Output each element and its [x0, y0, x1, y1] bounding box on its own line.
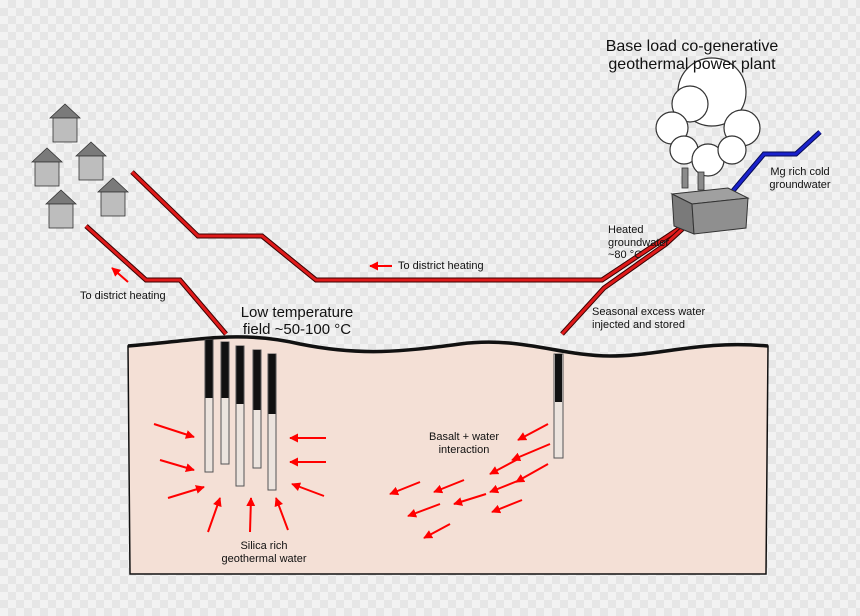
seasonal-injection-label: Seasonal excess water injected and store…	[592, 306, 705, 331]
basalt-interaction-label: Basalt + water interaction	[412, 431, 516, 456]
house-icon	[74, 141, 108, 181]
low-temperature-field-label: Low temperature field ~50-100 °C	[222, 304, 372, 339]
heated-groundwater-label: Heated groundwater ~80 °C	[608, 224, 669, 262]
outflow-arrows	[389, 423, 551, 539]
injection-pipe	[560, 220, 692, 336]
injection-well	[553, 353, 564, 459]
lower-district-heating-pipe	[84, 224, 228, 336]
seasonal-line2: injected and stored	[592, 318, 685, 331]
cold-groundwater-pipe	[730, 130, 822, 194]
low-temp-line1: Low temperature	[240, 304, 354, 321]
silica-water-label: Silica rich geothermal water	[206, 540, 322, 565]
ground-surface	[127, 335, 769, 358]
house-icon	[48, 103, 82, 143]
silica-line1: Silica rich	[240, 540, 288, 552]
plant-title-line2: geothermal power plant	[608, 56, 776, 74]
power-plant	[670, 167, 750, 235]
seasonal-line1: Seasonal excess water	[592, 306, 706, 318]
plant-title-line1: Base load co-generative	[605, 38, 779, 55]
plant-title: Base load co-generative geothermal power…	[592, 38, 792, 75]
house-icon	[30, 147, 64, 187]
low-temp-line2: field ~50-100 °C	[242, 321, 352, 339]
steam-cloud	[655, 57, 761, 177]
district-heating-upper-label: To district heating	[398, 260, 484, 272]
district-heating-left-label: To district heating	[80, 290, 166, 302]
heated-line3: ~80 °C	[608, 249, 643, 262]
basalt-line1: Basalt + water	[428, 431, 499, 443]
mg-groundwater-line1: Mg rich cold	[770, 166, 830, 178]
inflow-arrows	[153, 423, 326, 533]
house-icon	[96, 177, 130, 217]
basalt-line2: interaction	[438, 443, 490, 456]
house-icon	[44, 189, 78, 229]
mg-groundwater-label: Mg rich cold groundwater	[754, 166, 846, 191]
mg-groundwater-line2: groundwater	[769, 178, 831, 191]
silica-line2: geothermal water	[221, 552, 307, 565]
district-heating-arrow-left	[111, 267, 129, 283]
production-wells	[204, 339, 277, 491]
heated-line1: Heated	[608, 224, 644, 236]
heated-line2: groundwater	[608, 236, 670, 249]
upper-district-heating-pipe	[130, 170, 682, 283]
